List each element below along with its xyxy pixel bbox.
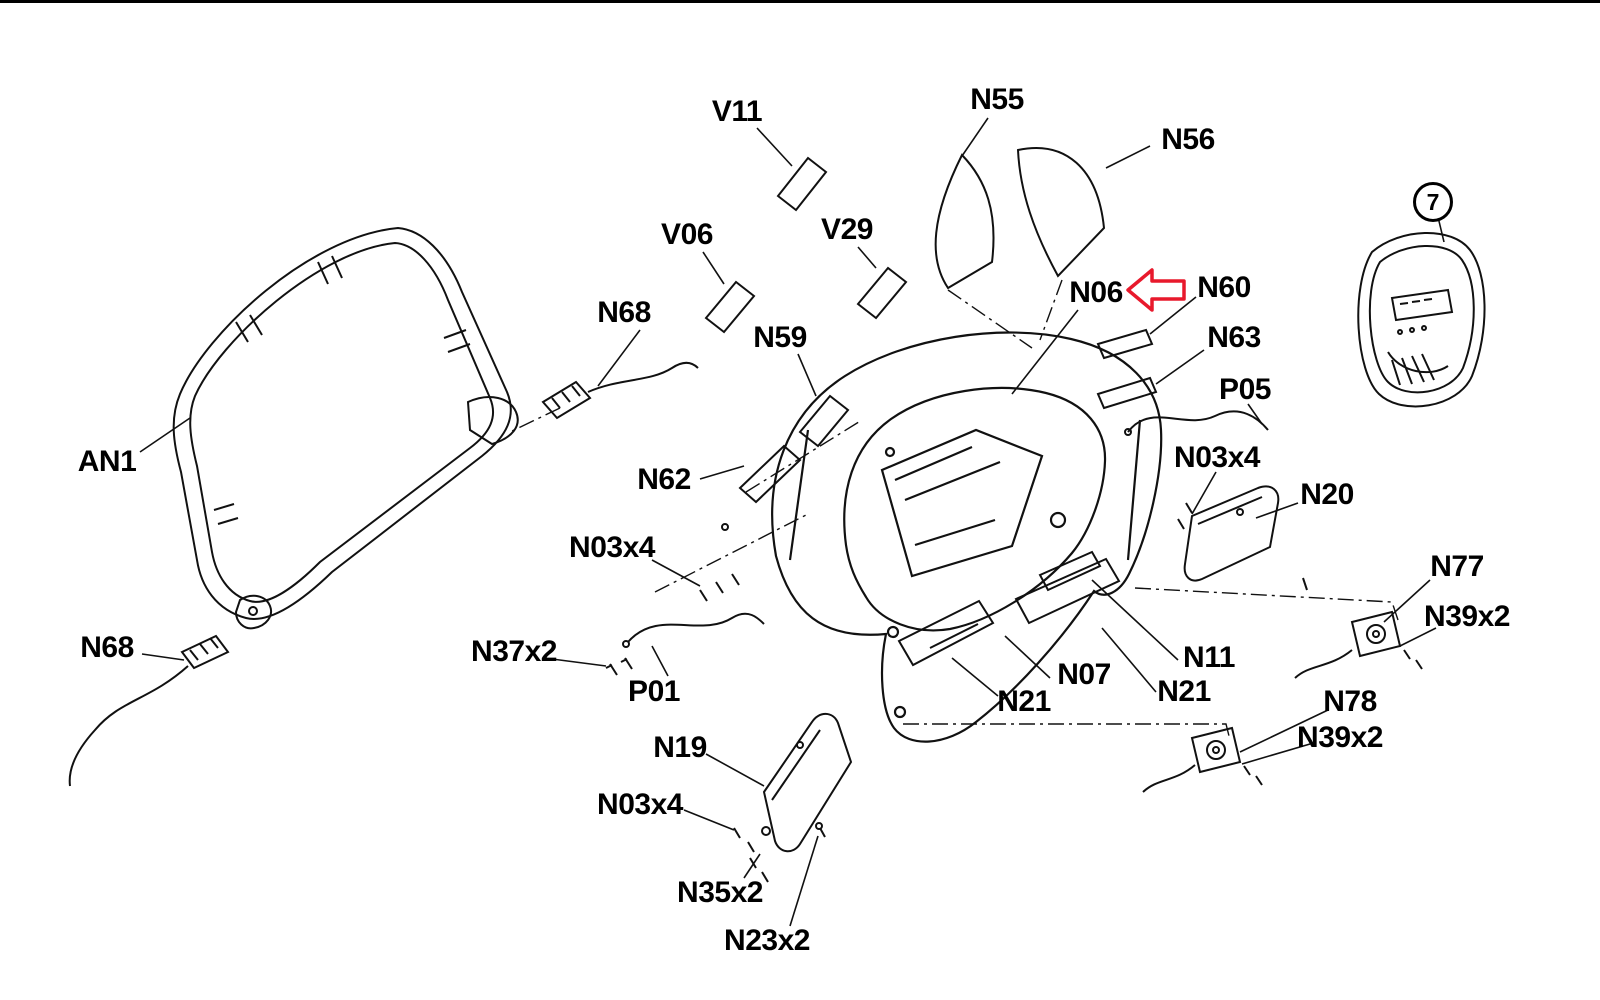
callout-number: 7 [1426, 188, 1440, 215]
bracket-n77 [1294, 577, 1402, 679]
cable-n68-lower [68, 634, 230, 787]
console-shell [771, 331, 1163, 743]
panel-n56 [1016, 147, 1106, 278]
display-console [1357, 232, 1486, 408]
cover-n19 [761, 712, 853, 853]
cable-p01 [622, 612, 765, 648]
panel-n55 [934, 153, 995, 290]
centerlines [509, 279, 1399, 741]
top-border [0, 0, 1600, 3]
cable-p05 [1124, 410, 1269, 436]
frame-an1 [172, 226, 519, 630]
callout-7: 7 [1413, 182, 1453, 222]
cover-n20 [1183, 485, 1280, 582]
screws [605, 502, 1423, 883]
highlight-arrow-icon [1126, 268, 1186, 312]
console-strips [897, 550, 1121, 667]
bracket-n78 [1142, 726, 1242, 793]
cable-n68-top [541, 361, 699, 420]
decals [704, 156, 1158, 504]
